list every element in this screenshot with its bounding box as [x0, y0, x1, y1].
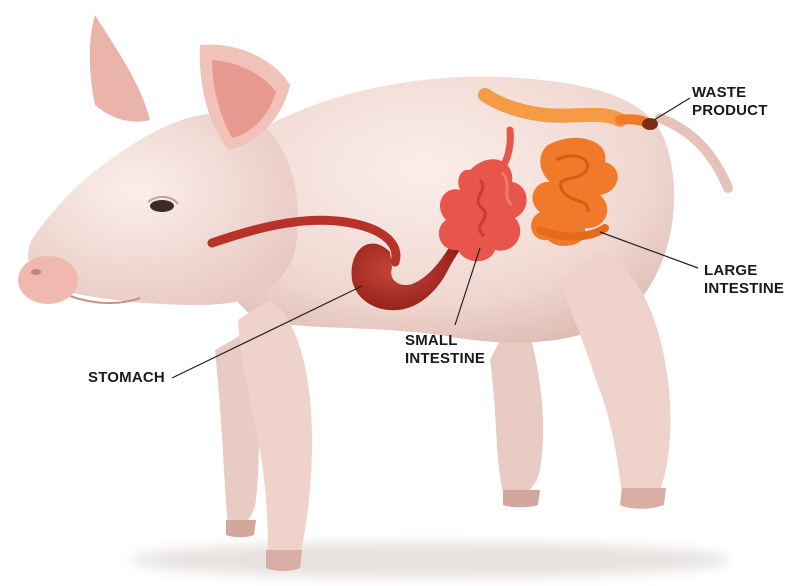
waste-product-marker	[642, 118, 658, 130]
back-far-hoof	[503, 490, 540, 507]
waste-product-label-line-1: WASTE	[692, 84, 768, 102]
small-intestine-label-line-1: SMALL	[405, 332, 485, 350]
waste-product-label-line-2: PRODUCT	[692, 102, 768, 120]
small-intestine-label-line-2: INTESTINE	[405, 350, 485, 368]
large-intestine-label-line-2: INTESTINE	[704, 280, 784, 298]
small-intestine-label: SMALL INTESTINE	[405, 332, 485, 368]
waste-product-leader-line	[654, 98, 690, 120]
ground-shadow	[130, 542, 730, 578]
back-near-leg	[560, 250, 670, 502]
stomach-label-line-1: STOMACH	[88, 369, 165, 387]
back-near-hoof	[620, 488, 666, 509]
front-far-hoof	[226, 520, 256, 537]
snout	[18, 256, 78, 304]
front-near-hoof	[266, 550, 302, 571]
large-intestine-label: LARGE INTESTINE	[704, 262, 784, 298]
waste-product-label: WASTE PRODUCT	[692, 84, 768, 120]
eye	[150, 200, 174, 212]
large-intestine-label-line-1: LARGE	[704, 262, 784, 280]
far-ear	[90, 15, 150, 122]
nostril	[31, 269, 41, 275]
stomach-label: STOMACH	[88, 369, 165, 387]
